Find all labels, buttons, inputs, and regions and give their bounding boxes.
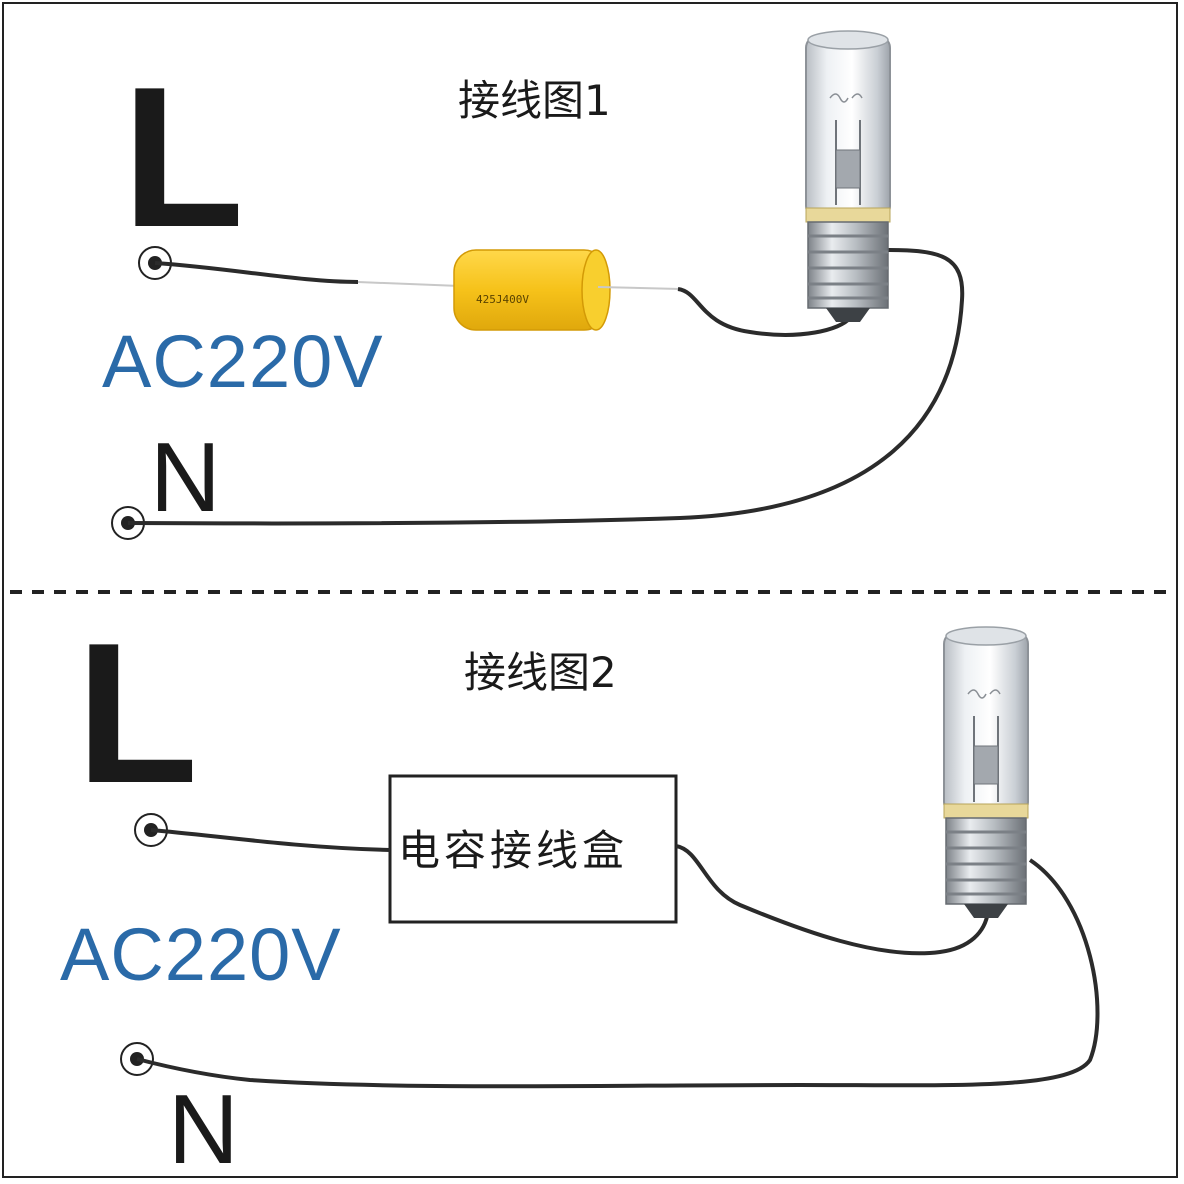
diagram2-uv-bulb — [943, 626, 1029, 918]
diagram1-voltage-label: AC220V — [102, 320, 384, 403]
diagram1-live-label: L — [122, 46, 245, 269]
diagram2-voltage-label: AC220V — [60, 913, 342, 996]
capacitor — [453, 249, 611, 331]
diagram1-wire-neutral — [127, 248, 965, 526]
capacitor-box-label: 电容接线盒 — [398, 826, 629, 875]
capacitor-box-outline — [388, 774, 678, 924]
diagram1-neutral-label: N — [150, 422, 221, 532]
diagram2-neutral-label: N — [168, 1074, 239, 1184]
diagram1-wire-live — [154, 261, 359, 284]
diagram1-wire-capacitor-to-bulb — [677, 287, 852, 337]
diagram2-wire-neutral — [136, 858, 1100, 1089]
capacitor-lead-right — [597, 286, 681, 290]
diagram2-title: 接线图2 — [464, 648, 617, 697]
diagram1-uv-bulb — [805, 30, 891, 322]
diagram2-wire-live — [150, 828, 391, 852]
capacitor-lead-left — [357, 281, 461, 287]
diagram2-live-label: L — [76, 602, 199, 825]
diagram1-title: 接线图1 — [458, 76, 611, 125]
diagram2-wire-box-to-bulb — [675, 844, 990, 956]
capacitor-marking: 425J400V — [476, 293, 529, 306]
